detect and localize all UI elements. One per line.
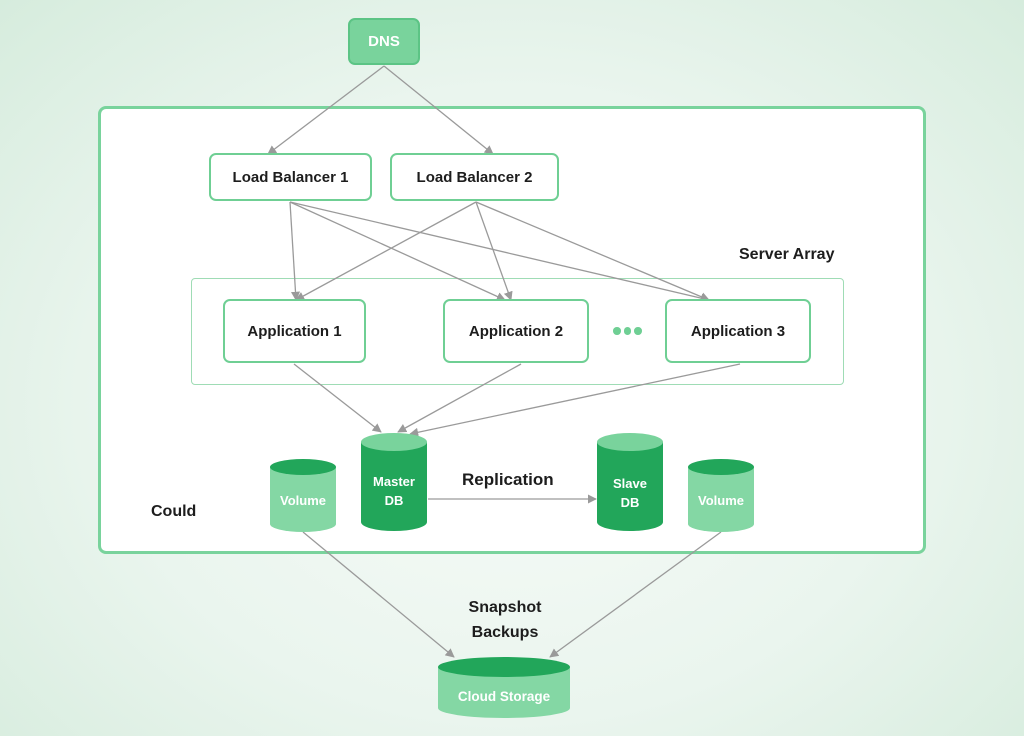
edge-load_balancer_2-to-application_3 [475,201,710,302]
volume-left-label: Volume [280,492,326,508]
dot [613,327,621,335]
dns-node[interactable]: DNS [348,18,420,65]
slave-db-cylinder [597,433,663,531]
snapshot-label-line1: Snapshot [468,599,542,616]
snapshot-label-line2: Backups [471,624,539,641]
snapshot-backups-label: Snapshot Backups [440,595,570,645]
master-db-label-line2: DB [384,493,404,508]
slave-db-label-line1: Slave [613,476,647,491]
cloud-storage-cylinder [438,657,570,718]
edge-load_balancer_1-to-application_2 [289,201,506,301]
edge-load_balancer_2-to-application_2 [475,201,513,301]
cloud-label: Could [151,503,197,520]
volume-right-label: Volume [698,492,744,508]
edge-volume_left-to-cloud_storage [302,531,455,658]
three-dots-icon [613,324,643,338]
server-array-group [191,278,844,385]
dot [634,327,642,335]
master-db-label: Master DB [360,452,428,530]
edge-volume_right-to-cloud_storage [549,531,722,658]
edge-load_balancer_1-to-application_3 [289,201,710,303]
master-db-cylinder [361,433,427,531]
slave-db-label-line2: DB [620,495,640,510]
edge-application_3-to-master_db [409,363,741,437]
edge-application_1-to-master_db [293,363,382,433]
load-balancer-1-node[interactable]: Load Balancer 1 [209,153,372,201]
load-balancer-2-node[interactable]: Load Balancer 2 [390,153,559,201]
edge-application_2-to-master_db [397,363,522,433]
server-array-label: Server Array [739,246,835,263]
application-2-node[interactable]: Application 2 [443,299,589,363]
master-db-label-line1: Master [373,474,415,489]
replication-label: Replication [462,470,554,489]
volume-left-cylinder [270,459,336,532]
edge-dns-to-load_balancer_1 [267,65,385,155]
volume-right-cylinder [688,459,754,532]
dot [623,327,631,335]
edge-load_balancer_1-to-application_1 [289,201,301,301]
cloud-storage-label: Cloud Storage [457,688,551,704]
application-3-node[interactable]: Application 3 [665,299,811,363]
edge-dns-to-load_balancer_2 [383,65,494,155]
application-1-node[interactable]: Application 1 [223,299,366,363]
edge-load_balancer_2-to-application_1 [295,201,477,301]
slave-db-label: Slave DB [596,452,664,534]
